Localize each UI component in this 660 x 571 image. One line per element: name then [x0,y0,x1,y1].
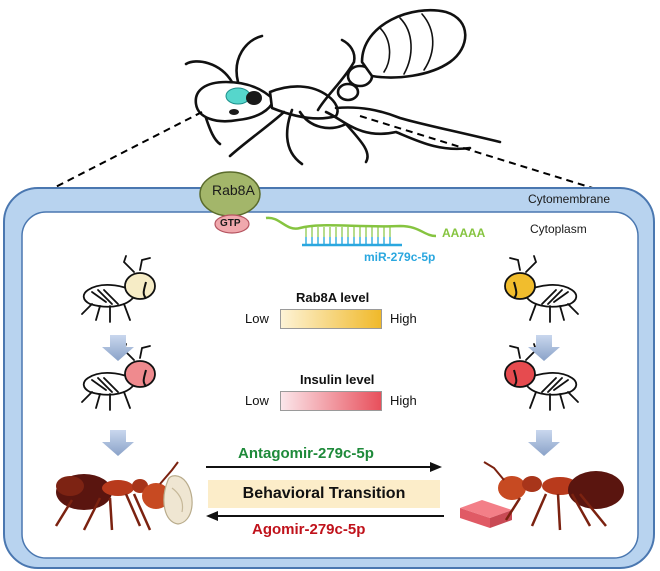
poly-a-tail: AAAAA [442,226,486,240]
mrna-teeth [305,227,391,237]
reverse-arrow [206,511,444,521]
insulin-gradient-bar [280,391,382,411]
ant-with-food-block [460,461,624,531]
zoom-line-left [37,111,203,197]
cell-cytoplasm [21,211,639,559]
down-arrow-left-2 [102,430,134,456]
forward-arrow [206,462,442,472]
mirna-label: miR-279c-5p [364,250,436,264]
ant-low-insulin [81,343,156,411]
rab8a-label: Rab8A [212,182,255,198]
ant-low-rab8a [81,255,156,323]
down-arrow-left-1 [102,335,134,361]
down-arrow-right-1 [528,335,560,361]
cytomembrane-label: Cytomembrane [528,192,611,206]
rab8a-gradient-bar [280,309,382,329]
antagomir-label: Antagomir-279c-5p [238,445,374,462]
rab8a-scale-low: Low [245,311,269,326]
cytoplasm-label: Cytoplasm [530,222,587,236]
ant-eye [229,109,239,115]
behavioral-transition-banner: Behavioral Transition [208,480,440,508]
down-arrow-right-2 [528,430,560,456]
rab8a-scale-title: Rab8A level [296,290,370,305]
ant-high-rab8a [504,255,579,323]
insulin-scale-low: Low [245,393,269,408]
ant-outline-illustration [184,8,502,166]
gtp-molecule [214,214,250,234]
mirna-teeth [305,237,391,245]
agomir-label: Agomir-279c-5p [252,521,366,538]
gtp-label: GTP [220,218,241,229]
insulin-scale-title: Insulin level [300,372,375,387]
ant-high-insulin [504,343,579,411]
zoom-line-right [359,115,613,195]
mrna-strand [265,216,437,238]
insulin-scale-high: High [390,393,417,408]
ant-nursing-larva [54,461,193,531]
rab8a-scale-high: High [390,311,417,326]
brain-lobe [246,91,262,105]
